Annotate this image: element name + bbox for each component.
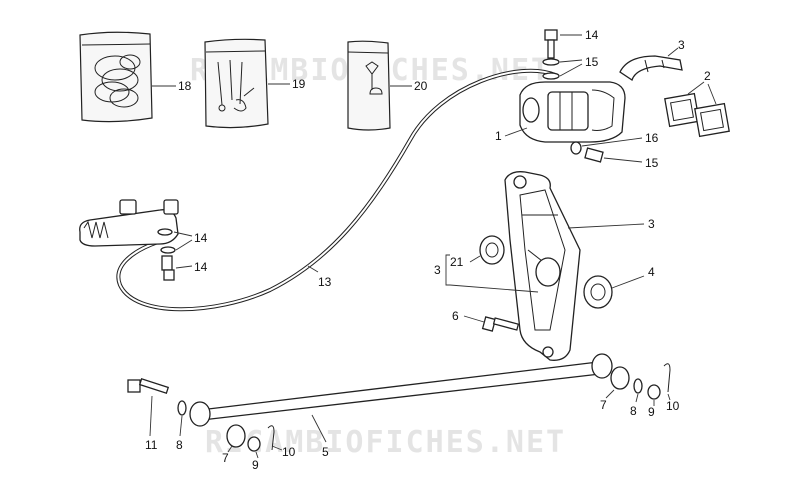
callout-2: 2: [704, 69, 711, 83]
cotter-pin-10a: [663, 363, 671, 393]
callout-17: 16: [645, 131, 659, 145]
brake-caliper: [519, 81, 626, 143]
seal-kit-bag: [79, 31, 153, 123]
callout-9b: 9: [252, 458, 259, 472]
brake-hose: [116, 68, 556, 312]
leader-2b: [707, 83, 717, 105]
leader-15b2: [175, 239, 193, 251]
washer-8b: [177, 400, 187, 416]
leader-7a: [605, 389, 615, 399]
leader-1: [504, 127, 528, 137]
leader-2a: [687, 81, 705, 95]
leader-11: [149, 395, 153, 437]
callout-10b: 10: [282, 445, 296, 459]
callout-21: 21: [450, 255, 464, 269]
caliper-bracket: [504, 171, 581, 361]
banjo-bolt-top: [544, 29, 558, 59]
washer-8a: [633, 378, 643, 394]
leader-3b: [567, 223, 645, 229]
washer-low-2: [160, 246, 176, 254]
washer-top-1: [542, 58, 560, 66]
leader-21: [469, 255, 481, 263]
callout-8b: 8: [176, 438, 183, 452]
washer-17: [570, 141, 582, 155]
washer-top-2: [542, 72, 560, 80]
callout-8a: 8: [630, 404, 637, 418]
spacer-7b: [226, 424, 246, 448]
callout-15a: 15: [585, 55, 599, 69]
brake-pad-left: [664, 92, 700, 128]
brake-pad-right: [694, 102, 730, 138]
leader-16: [603, 157, 643, 163]
master-cylinder: [79, 199, 179, 247]
leader-6: [463, 315, 485, 323]
callout-9a: 9: [648, 405, 655, 419]
callout-3a: 3: [678, 38, 685, 52]
leader-17: [581, 137, 643, 147]
callout-15b: 14: [194, 231, 208, 245]
watermark-bottom: RICAMBIOFICHES.NET: [205, 425, 566, 460]
callout-7b: 7: [222, 451, 229, 465]
callout-16: 15: [645, 156, 659, 170]
bushing-21: [479, 235, 505, 265]
nut-9b: [247, 436, 261, 452]
callout-11: 11: [145, 438, 158, 452]
leader-4: [611, 275, 645, 289]
leader-10a: [667, 393, 671, 401]
cotter-pin-10b: [267, 425, 275, 451]
callout-3b: 3: [648, 217, 655, 231]
leader-3a: [667, 47, 679, 57]
callout-18: 18: [178, 79, 192, 93]
leader-8a: [635, 393, 639, 403]
callout-7a: 7: [600, 398, 607, 412]
leader-15a2: [559, 63, 583, 77]
bleeder-screw: [584, 147, 604, 163]
torque-rod: [189, 353, 613, 427]
leader-8b: [179, 415, 183, 437]
leader-10b: [271, 445, 283, 451]
callout-5: 5: [322, 445, 329, 459]
spacer-7a: [610, 366, 630, 390]
leader-5: [311, 414, 327, 443]
banjo-bolt-low: [161, 255, 175, 281]
pad-spring: [619, 55, 683, 82]
brace-3c: [445, 254, 450, 286]
leader-15a1: [559, 59, 583, 63]
pin-kit-bag: [204, 38, 269, 129]
callout-4: 4: [648, 265, 655, 279]
leader-3c: [449, 284, 539, 293]
callout-10a: 10: [666, 399, 680, 413]
callout-1: 1: [495, 129, 502, 143]
leader-9b: [255, 451, 259, 459]
leader-15b1: [173, 231, 193, 237]
callout-14b: 14: [194, 260, 208, 274]
callout-3c: 3: [434, 263, 441, 277]
callout-13: 13: [318, 275, 332, 289]
bolt-11: [127, 378, 170, 394]
callout-6: 6: [452, 309, 459, 323]
callout-20: 20: [414, 79, 428, 93]
leader-13: [307, 265, 319, 273]
bleeder-kit-bag: [347, 40, 391, 131]
callout-19: 19: [292, 77, 306, 91]
leader-7b: [227, 445, 233, 453]
washer-low-1: [157, 228, 173, 236]
nut-9a: [647, 384, 661, 400]
leader-14b: [175, 265, 193, 269]
bushing-4: [583, 275, 613, 309]
callout-14a: 14: [585, 28, 599, 42]
bolt-6: [481, 316, 520, 332]
